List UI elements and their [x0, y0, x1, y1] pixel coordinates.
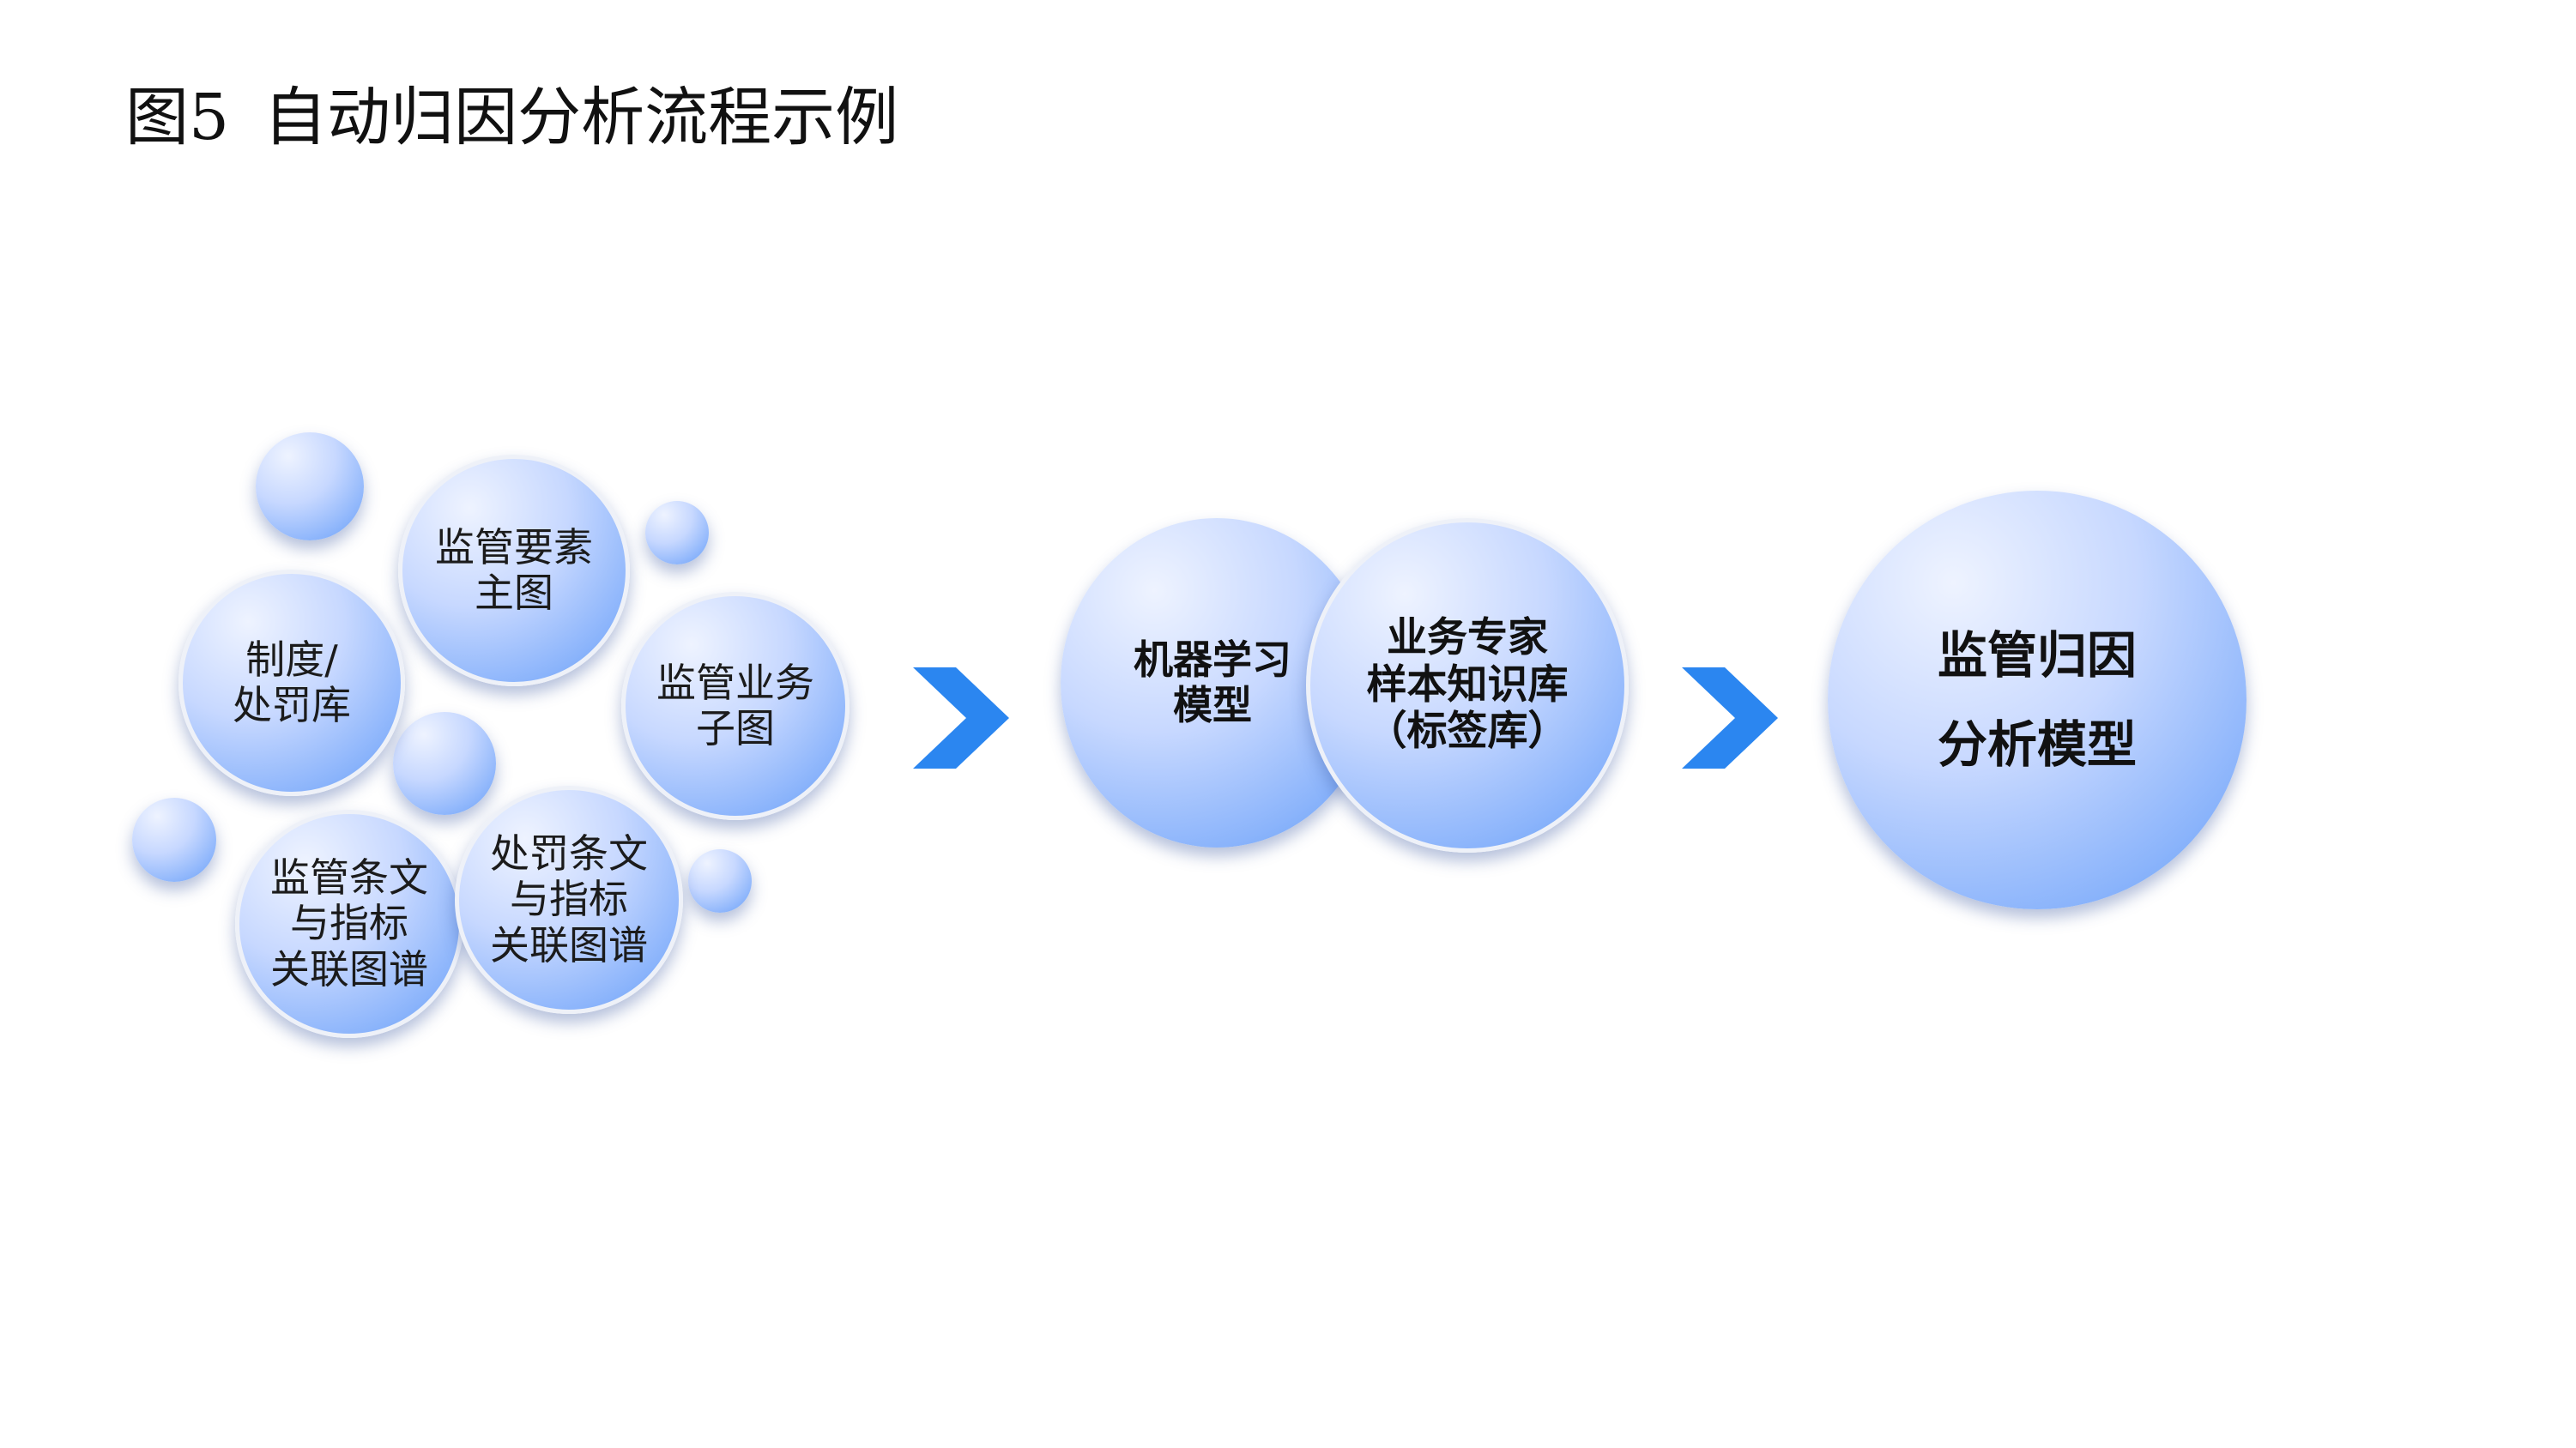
node-regulatory-elements-graph: 监管要素 主图 [398, 455, 630, 686]
figure-title-text: 自动归因分析流程示例 [263, 81, 899, 154]
node-label: 监管归因 分析模型 [1937, 625, 2137, 774]
node-regulatory-attribution-model: 监管归因 分析模型 [1828, 491, 2246, 909]
node-label: 机器学习 模型 [1134, 636, 1291, 728]
chevron-right-icon [1682, 667, 1778, 769]
chevron-shape [913, 667, 1009, 769]
decor-bubble [688, 849, 752, 913]
node-label: 监管条文 与指标 关联图谱 [270, 854, 428, 992]
node-label: 处罚条文 与指标 关联图谱 [490, 830, 648, 968]
node-label: 监管要素 主图 [435, 523, 593, 616]
node-label: 制度/ 处罚库 [233, 636, 351, 728]
node-regulation-indicator-graph: 监管条文 与指标 关联图谱 [235, 810, 463, 1038]
node-expert-sample-knowledge-base: 业务专家 样本知识库 （标签库） [1306, 518, 1629, 853]
node-label: 业务专家 样本知识库 （标签库） [1366, 614, 1569, 756]
figure-number: 图5 [125, 81, 230, 154]
chevron-shape [1682, 667, 1778, 769]
node-penalty-indicator-graph: 处罚条文 与指标 关联图谱 [455, 786, 683, 1014]
decor-bubble [645, 501, 709, 564]
node-label: 监管业务 子图 [656, 659, 814, 751]
node-policy-penalty-library: 制度/ 处罚库 [178, 570, 405, 796]
chevron-right-icon [913, 667, 1009, 769]
node-regulatory-business-subgraph: 监管业务 子图 [621, 592, 850, 820]
decor-bubble [132, 798, 216, 882]
decor-bubble [393, 712, 496, 815]
decor-bubble [256, 432, 364, 540]
